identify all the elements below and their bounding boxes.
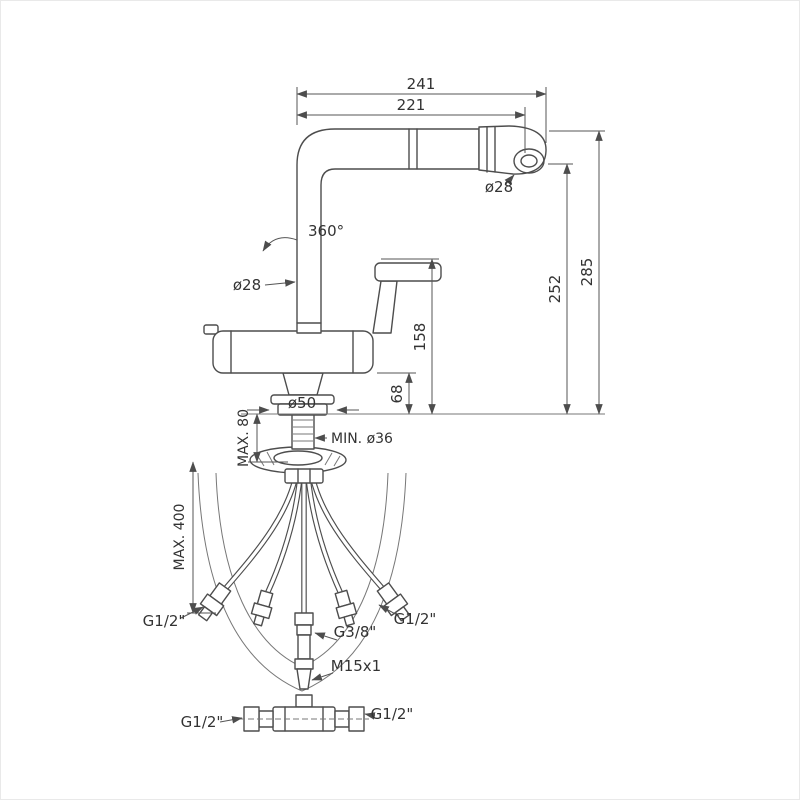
flexible-hoses xyxy=(222,460,386,618)
label-m15: M15x1 xyxy=(331,657,381,675)
swivel-arrow xyxy=(262,237,298,252)
leader-column-d28 xyxy=(264,279,296,287)
spray-head xyxy=(478,125,547,175)
tee-fitting-assembly xyxy=(239,694,369,732)
mounting-nut xyxy=(284,468,324,484)
leader-g12-right xyxy=(378,604,400,617)
leader-g12-left xyxy=(180,606,204,619)
leader-m15 xyxy=(311,672,334,681)
dim-label-spray-d28: ø28 xyxy=(485,178,513,196)
dim-label-158: 158 xyxy=(411,323,429,352)
dim-label-360: 360° xyxy=(308,222,344,240)
dim-label-min36: MIN. ø36 xyxy=(331,431,393,447)
dim-label-d50: ø50 xyxy=(288,394,316,412)
threaded-shank xyxy=(291,413,315,450)
leader-g12-bottom-right xyxy=(364,712,376,720)
hose-fitting-right-inner xyxy=(334,589,358,627)
dim-label-column-d28: ø28 xyxy=(233,276,261,294)
mounting-washer xyxy=(249,446,347,484)
faucet-body xyxy=(203,262,442,374)
label-g12-left: G1/2" xyxy=(143,612,186,630)
label-g12-bottom-left: G1/2" xyxy=(181,713,224,731)
leader-lines xyxy=(180,174,515,724)
leader-g38 xyxy=(314,632,338,641)
dim-label-max80: MAX. 80 xyxy=(236,409,252,467)
label-g12-right: G1/2" xyxy=(394,610,437,628)
dimension-labels: 241 221 ø28 360° ø28 285 252 158 68 ø50 … xyxy=(143,75,596,731)
handle-lever xyxy=(374,262,442,282)
dim-label-221: 221 xyxy=(397,96,426,114)
handle-stem xyxy=(372,280,398,334)
aerator xyxy=(513,148,545,174)
label-g12-bottom-right: G1/2" xyxy=(371,705,414,723)
leader-spray-d28 xyxy=(504,174,515,186)
dimension-lines xyxy=(189,90,603,614)
faucet-base xyxy=(270,372,335,416)
pullout-hose-fitting xyxy=(294,612,314,690)
m15-connector-cone xyxy=(296,668,312,690)
label-g38: G3/8" xyxy=(334,623,377,641)
dim-label-68: 68 xyxy=(388,384,406,403)
dim-label-241: 241 xyxy=(407,75,436,93)
hose-fitting-left-inner xyxy=(250,589,274,627)
leader-g12-bottom-left xyxy=(219,716,243,724)
base-cone xyxy=(282,372,324,396)
hose-fitting-right-outer xyxy=(376,582,411,622)
dim-label-285: 285 xyxy=(578,258,596,287)
dim-label-max400: MAX. 400 xyxy=(172,504,188,571)
dim-label-252: 252 xyxy=(546,275,564,304)
diverter-button xyxy=(203,324,219,335)
